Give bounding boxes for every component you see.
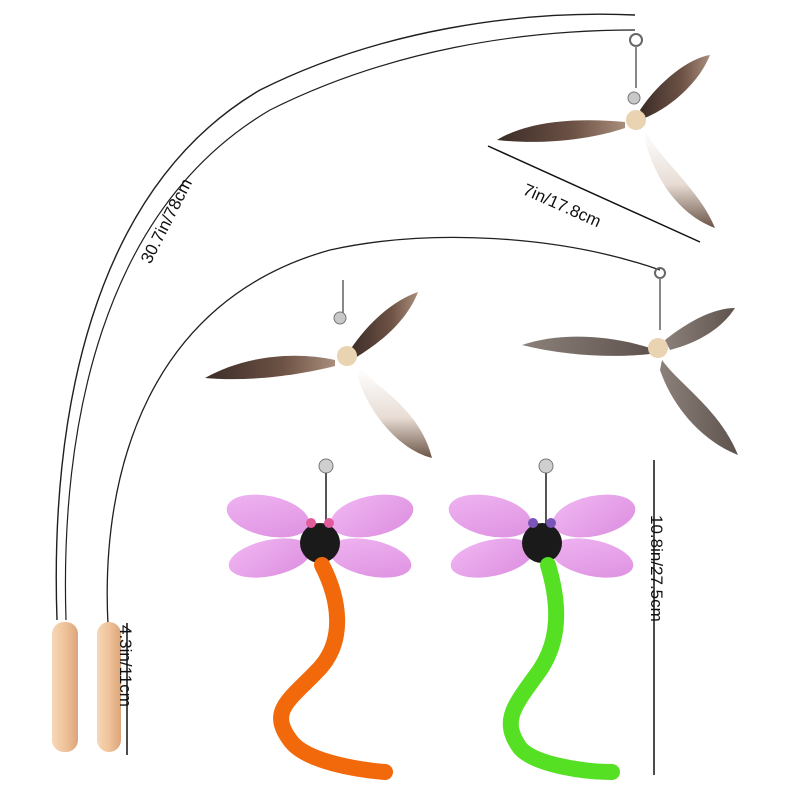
feather: [660, 360, 738, 455]
eye: [546, 518, 556, 528]
dragonfly-toy-green: [448, 458, 636, 780]
feather-toy-top: [497, 33, 715, 228]
tail: [273, 557, 393, 780]
wand-wires: [55, 13, 661, 626]
feather: [522, 336, 650, 356]
feather-width-line: [487, 145, 701, 243]
handle-right: [97, 622, 121, 752]
body: [300, 523, 340, 563]
handle-length-label: 4.3in/11cm: [116, 625, 135, 707]
feather-toy-middle-right: [522, 267, 738, 455]
feather: [665, 308, 735, 350]
short-wire: [106, 236, 661, 626]
tail: [502, 557, 620, 780]
bell: [627, 91, 641, 105]
feather: [497, 120, 625, 142]
wing: [330, 494, 414, 538]
bead: [337, 346, 357, 366]
eye: [306, 518, 316, 528]
feather-toy-middle-left: [205, 280, 432, 458]
bell: [538, 458, 554, 474]
feather: [350, 292, 418, 358]
dragonfly-toy-orange: [226, 458, 414, 780]
bell: [333, 311, 347, 325]
bell: [318, 458, 334, 474]
wing: [228, 538, 312, 578]
wing: [328, 538, 412, 578]
eye: [324, 518, 334, 528]
wing: [450, 538, 534, 578]
wing: [550, 538, 634, 578]
bead: [648, 338, 668, 358]
wing: [226, 494, 310, 538]
feather: [358, 368, 432, 458]
dimension-lines: [126, 145, 701, 775]
feather: [205, 355, 335, 380]
bead: [626, 110, 646, 130]
long-wire: [55, 13, 636, 621]
feather: [645, 130, 715, 228]
long-wire-second: [64, 29, 636, 621]
dragonfly-length-label: 10.8in/27.5cm: [647, 515, 666, 622]
eye: [528, 518, 538, 528]
body: [522, 523, 562, 563]
handles: [52, 622, 121, 752]
feather: [640, 55, 710, 118]
handle-left: [52, 622, 78, 752]
wing: [552, 494, 636, 538]
wing: [448, 494, 532, 538]
